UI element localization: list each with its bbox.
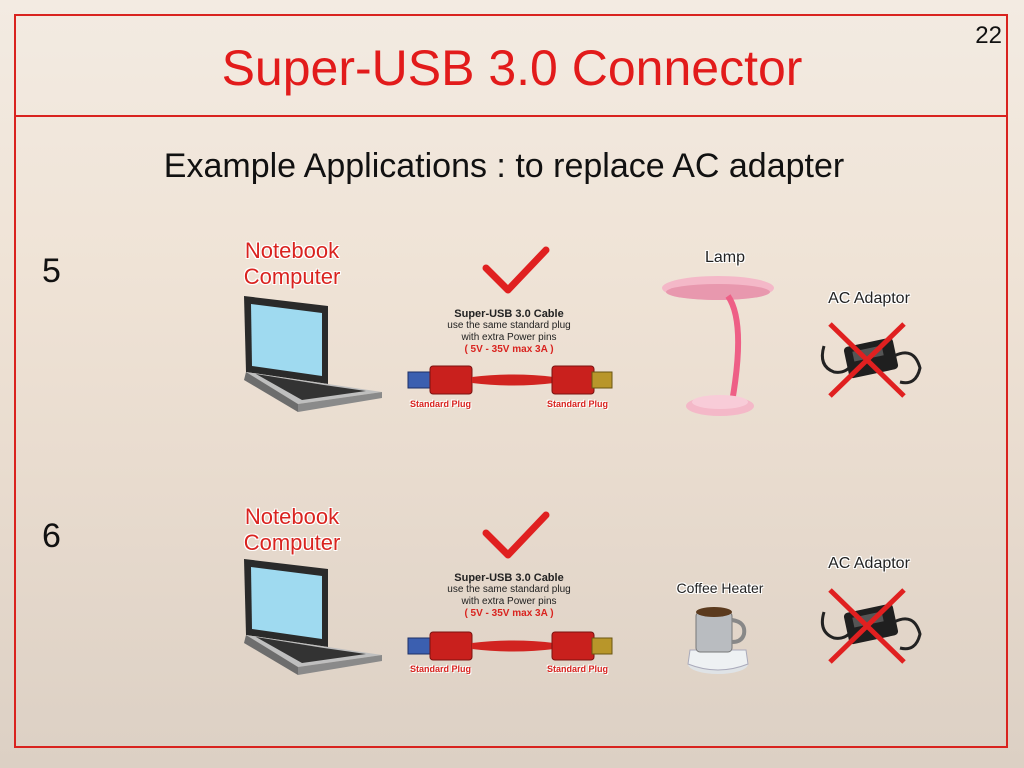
right-plug-label: Standard Plug (547, 399, 609, 409)
notebook-label: Notebook Computer (243, 504, 341, 555)
device-label: Lamp (704, 249, 746, 266)
page-number: 22 (975, 22, 1002, 49)
row-number: 5 (42, 252, 61, 290)
ac-adaptor-icon (820, 322, 922, 398)
adapter-label: AC Adaptor (828, 555, 910, 572)
ac-adaptor-icon (820, 588, 922, 664)
adapter-label: AC Adaptor (828, 290, 910, 307)
cable-description: Super-USB 3.0 Cable use the same standar… (447, 572, 571, 619)
checkmark-icon (482, 511, 550, 559)
device-label: Coffee Heater (676, 580, 764, 596)
slide-frame (14, 14, 1008, 748)
slide-title: Super-USB 3.0 Connector (221, 40, 803, 96)
slide-subtitle: Example Applications : to replace AC ada… (163, 147, 845, 185)
row-number: 6 (42, 517, 61, 555)
cable-description: Super-USB 3.0 Cable use the same standar… (447, 308, 571, 355)
usb-cable-icon (407, 631, 613, 661)
lamp-icon (662, 276, 774, 416)
left-plug-label: Standard Plug (410, 399, 472, 409)
title-bar (14, 14, 1008, 117)
checkmark-icon (482, 246, 550, 294)
notebook-label: Notebook Computer (243, 238, 341, 289)
right-plug-label: Standard Plug (547, 664, 609, 674)
laptop-icon (244, 559, 382, 675)
laptop-icon (244, 296, 382, 412)
usb-cable-icon (407, 365, 613, 395)
left-plug-label: Standard Plug (410, 664, 472, 674)
coffee-heater-icon (687, 607, 749, 674)
